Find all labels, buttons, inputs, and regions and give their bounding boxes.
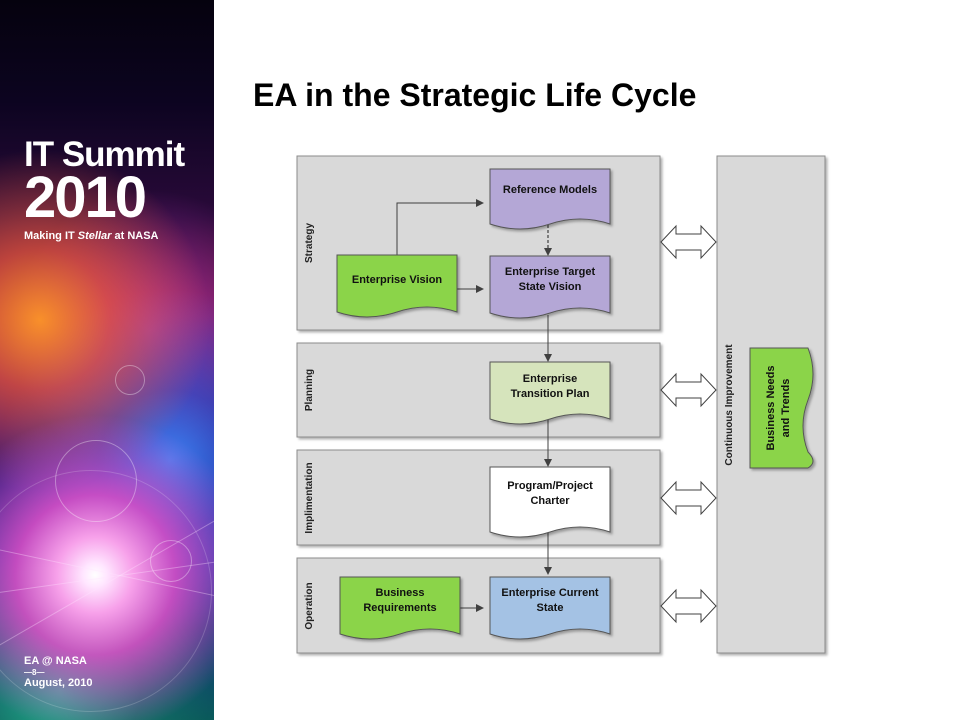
reference-models-node: Reference Models bbox=[489, 168, 611, 230]
logo-year: 2010 bbox=[24, 165, 147, 230]
footer-date: August, 2010 bbox=[24, 677, 93, 689]
current-state-shape bbox=[489, 576, 611, 640]
logo-tagline: Making IT Stellar at NASA bbox=[24, 228, 184, 244]
enterprise-vision-node: Enterprise Vision bbox=[336, 254, 458, 318]
slide-title: EA in the Strategic Life Cycle bbox=[253, 77, 697, 113]
logo-title: IT Summit bbox=[24, 135, 185, 174]
footer-page-number: —8— bbox=[24, 668, 45, 677]
lifecycle-diagram: Strategy Planning Implimentation Operati… bbox=[296, 155, 826, 654]
enterprise-vision-label: Enterprise Vision bbox=[352, 274, 443, 286]
decorative-ring bbox=[115, 365, 145, 395]
strategy-exchange-arrow bbox=[660, 224, 717, 260]
reference-models-shape bbox=[489, 168, 611, 230]
project-charter-shape bbox=[489, 466, 611, 538]
target-state-vision-shape bbox=[489, 255, 611, 319]
vision-to-reference-models-arrow bbox=[396, 199, 484, 260]
reference-models-label: Reference Models bbox=[503, 184, 597, 196]
operation-exchange-arrow bbox=[660, 588, 717, 624]
decorative-ring bbox=[150, 540, 192, 582]
business-requirements-shape bbox=[339, 576, 461, 640]
operation-lane-label: Operation bbox=[304, 582, 315, 629]
planning-lane-label: Planning bbox=[304, 369, 315, 411]
continuous-improvement-lane-label: Continuous Improvement bbox=[724, 344, 735, 466]
footer-org: EA @ NASA bbox=[24, 655, 87, 667]
tagline-suffix: at NASA bbox=[111, 230, 159, 242]
summit-logo: IT Summit 2010 Making IT Stellar at NASA bbox=[24, 135, 185, 244]
implementation-lane-label: Implimentation bbox=[304, 462, 315, 533]
tagline-prefix: Making IT bbox=[24, 230, 78, 242]
transition-plan-shape bbox=[489, 361, 611, 425]
business-needs-shape bbox=[749, 347, 814, 469]
planning-exchange-arrow bbox=[660, 372, 717, 408]
summit-banner: IT Summit 2010 Making IT Stellar at NASA… bbox=[0, 0, 214, 720]
implementation-exchange-arrow bbox=[660, 480, 717, 516]
slide-footer: EA @ NASA —8— August, 2010 bbox=[24, 655, 92, 690]
enterprise-vision-shape bbox=[336, 254, 458, 318]
tagline-accent: Stellar bbox=[77, 230, 112, 242]
strategy-lane-label: Strategy bbox=[304, 223, 315, 263]
